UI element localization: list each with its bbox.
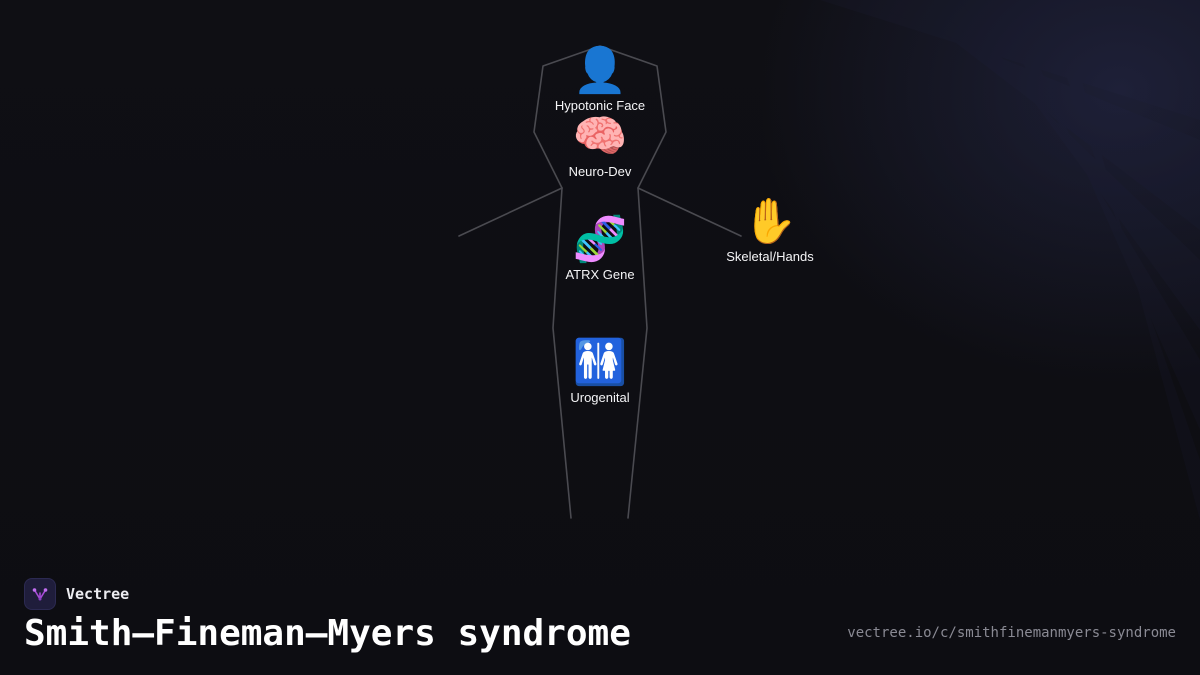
brain-icon: 🧠: [572, 112, 628, 161]
node-urogenital: 🚻 Urogenital: [520, 338, 680, 406]
node-label: ATRX Gene: [565, 267, 635, 282]
right-arm-outline: [637, 187, 742, 237]
node-label: Skeletal/Hands: [726, 249, 814, 264]
brand-name: Vectree: [66, 585, 130, 603]
page-title: Smith–Fineman–Myers syndrome: [24, 613, 631, 654]
source-url[interactable]: vectree.io/c/smithfinemanmyers-syndrome: [847, 625, 1176, 641]
node-label: Urogenital: [570, 390, 630, 405]
person-silhouette-icon: 👤: [572, 46, 628, 95]
head-outline: [533, 45, 667, 189]
brand[interactable]: Vectree: [24, 577, 129, 611]
node-atrx-gene: 🧬 ATRX Gene: [520, 215, 680, 283]
dna-icon: 🧬: [572, 215, 628, 264]
torso-right-outline: [627, 187, 648, 519]
vectree-logo-icon: [24, 578, 56, 610]
raised-hand-icon: ✋: [742, 197, 798, 246]
torso-left-outline: [552, 187, 572, 519]
node-skeletal-hands: ✋ Skeletal/Hands: [690, 197, 850, 265]
restroom-icon: 🚻: [572, 338, 628, 387]
left-arm-outline: [458, 187, 563, 237]
node-label: Neuro-Dev: [568, 164, 632, 179]
node-label: Hypotonic Face: [554, 98, 646, 113]
node-neuro-dev: 🧠 Neuro-Dev: [520, 112, 680, 180]
node-hypotonic-face: 👤 Hypotonic Face: [520, 46, 680, 114]
